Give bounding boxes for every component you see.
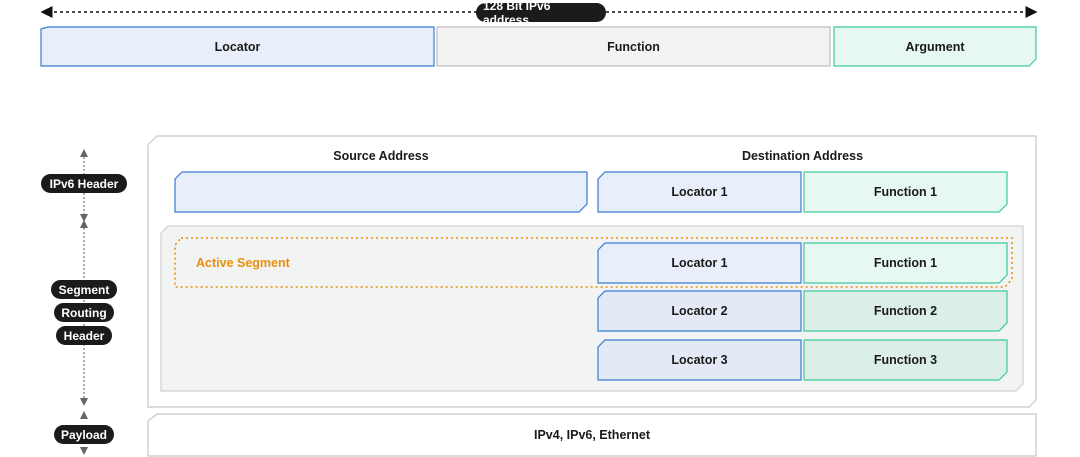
srh-arrow-down-icon xyxy=(80,398,88,406)
srh-pill-segment: Segment xyxy=(51,280,117,299)
segment1-locator-box xyxy=(597,242,802,284)
payload-pill: Payload xyxy=(54,425,114,444)
top-argument-label: Argument xyxy=(905,39,965,54)
active-segment-outline xyxy=(174,237,1013,288)
top-locator-label: Locator xyxy=(214,39,261,54)
segment2-function-label: Function 2 xyxy=(873,304,938,318)
bit-length-label: 128 Bit IPv6 address xyxy=(476,0,606,27)
header-function-label: Function 1 xyxy=(873,185,938,199)
srh-arrow-up-icon xyxy=(80,220,88,228)
header-locator-label: Locator 1 xyxy=(671,185,728,199)
top-argument-box xyxy=(833,26,1037,67)
header-locator-box xyxy=(597,171,802,213)
ipv6-arrow-down-icon xyxy=(80,214,88,222)
top-function-label: Function xyxy=(607,39,660,54)
ipv6-arrow-up-icon xyxy=(80,149,88,157)
srh-pill-routing: Routing xyxy=(54,303,114,322)
segment3-locator-label: Locator 3 xyxy=(671,353,728,367)
segment1-function-box xyxy=(803,242,1008,284)
segment3-function-box xyxy=(803,339,1008,381)
segment3-locator-box xyxy=(597,339,802,381)
active-segment-label: Active Segment xyxy=(196,256,290,270)
top-locator-box xyxy=(40,26,435,67)
segment3-function-label: Function 3 xyxy=(873,353,938,367)
payload-box xyxy=(147,413,1037,457)
top-function-box xyxy=(436,26,831,67)
segment2-locator-label: Locator 2 xyxy=(671,304,728,318)
ipv6-header-pill: IPv6 Header xyxy=(41,174,127,193)
payload-arrow-down-icon xyxy=(80,447,88,455)
srh-pill-header: Header xyxy=(56,326,112,345)
header-function-box xyxy=(803,171,1008,213)
source-address-box xyxy=(174,171,588,213)
payload-content-label: IPv4, IPv6, Ethernet xyxy=(533,428,651,442)
segment2-function-box xyxy=(803,290,1008,332)
destination-address-heading: Destination Address xyxy=(741,149,864,163)
source-address-heading: Source Address xyxy=(333,149,429,163)
payload-arrow-up-icon xyxy=(80,411,88,419)
segment1-locator-label: Locator 1 xyxy=(671,256,728,270)
segment1-function-label: Function 1 xyxy=(873,256,938,270)
segment2-locator-box xyxy=(597,290,802,332)
